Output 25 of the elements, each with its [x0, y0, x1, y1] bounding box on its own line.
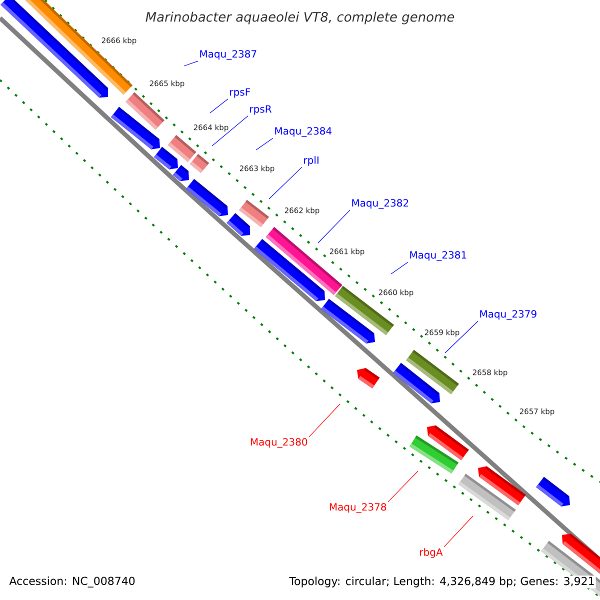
- leader-line: [390, 262, 408, 274]
- gene-label: rplI: [304, 156, 318, 166]
- gene-label: Maqu_2384: [275, 127, 332, 137]
- gene-label: Maqu_2378: [330, 503, 386, 513]
- gene-label: Maqu_2381: [410, 251, 466, 261]
- gene-label: Maqu_2379: [480, 310, 536, 320]
- gene-label: Maqu_2380: [250, 438, 308, 448]
- title: Marinobacter aquaeolei VT8, complete genome: [146, 12, 454, 24]
- gene-label: rpsR: [250, 105, 272, 115]
- gene-label: rbgA: [420, 548, 443, 558]
- leader-line: [256, 138, 274, 150]
- leader-line: [318, 210, 350, 244]
- genome-info-text: Topology: circular; Length: 4,326,849 bp; Genes: 3,921: [288, 576, 596, 588]
- leader-line: [388, 470, 418, 502]
- leader-line: [444, 516, 474, 548]
- leader-line: [212, 116, 248, 146]
- gene-label: Maqu_2382: [352, 199, 408, 209]
- leader-line: [210, 98, 228, 114]
- gene-label: rpsF: [230, 88, 250, 98]
- leader-line: [308, 404, 340, 438]
- leader-line: [184, 60, 198, 66]
- accession-text: Accession: NC_008740: [9, 576, 135, 588]
- leader-line: [444, 320, 478, 354]
- leader-line: [268, 166, 302, 200]
- gene-label: Maqu_2387: [200, 50, 256, 60]
